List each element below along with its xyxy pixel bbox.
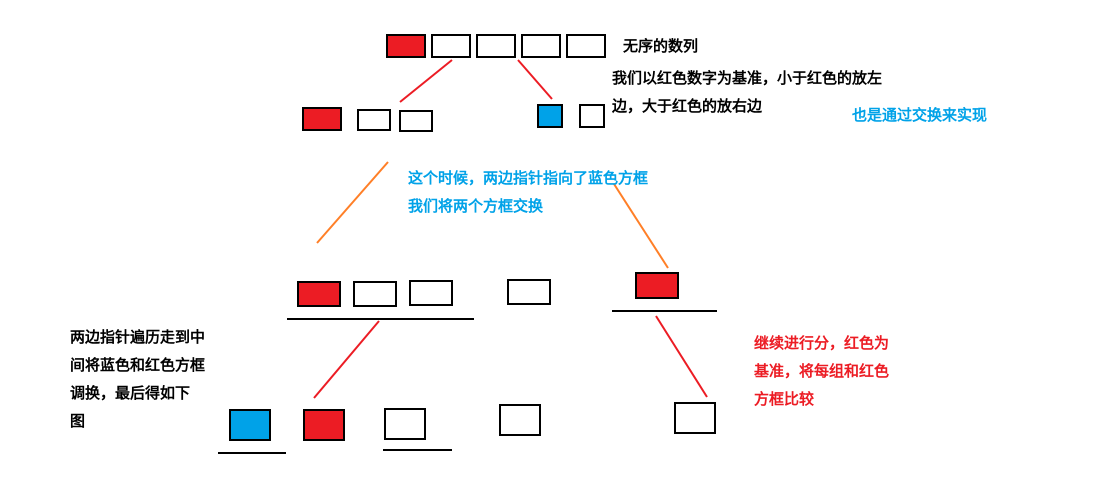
row4-box-blue [229, 409, 271, 441]
row2-box [399, 110, 433, 132]
seq-box-red [386, 34, 426, 58]
row3-box [353, 281, 397, 307]
row4-box [499, 404, 541, 436]
pivot-rule-note: 我们以红色数字为基准，小于红色的放左 边，大于红色的放右边 [612, 69, 883, 115]
connector-root-left [399, 59, 453, 103]
traverse-note: 两边指针遍历走到中 间将蓝色和红色方框 调换，最后得如下 图 [70, 328, 206, 430]
unordered-label: 无序的数列 [623, 37, 699, 55]
row3-box [409, 280, 453, 306]
row2-box [579, 104, 605, 128]
swap-note: 也是通过交换来实现 [852, 106, 988, 124]
row3-underline [612, 310, 717, 312]
seq-box [431, 34, 471, 58]
connector-root-right [517, 59, 553, 100]
connector-lower-right [655, 315, 708, 398]
row2-box-blue [537, 104, 563, 128]
connector-orange-left [316, 161, 389, 244]
continue-note: 继续进行分，红色为 基准，将每组和红色 方框比较 [754, 334, 890, 408]
row3-box [507, 279, 551, 305]
row3-underline [287, 318, 474, 320]
seq-box [566, 34, 606, 58]
connector-orange-right [613, 183, 669, 269]
row4-box [674, 402, 716, 434]
row3-box-red [297, 281, 341, 307]
row4-underline [218, 452, 286, 454]
row2-box [357, 109, 391, 131]
row4-box-red [303, 409, 345, 441]
seq-box [521, 34, 561, 58]
row4-underline [383, 449, 452, 451]
row3-box-red [635, 272, 679, 299]
pointer-note: 这个时候，两边指针指向了蓝色方框 我们将两个方框交换 [408, 169, 649, 215]
row4-box [384, 408, 426, 440]
row2-box-red [302, 107, 342, 131]
connector-lower-left [313, 320, 380, 399]
seq-box [476, 34, 516, 58]
